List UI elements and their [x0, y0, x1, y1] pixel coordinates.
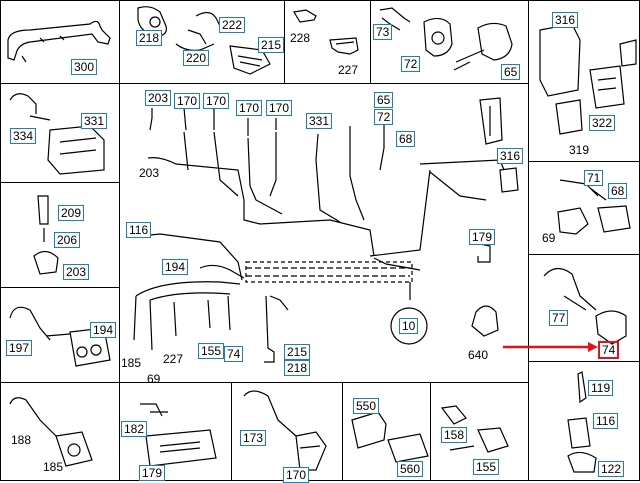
part-label[interactable]: 179 — [469, 229, 496, 245]
part-label[interactable]: 222 — [219, 17, 246, 33]
part-label[interactable]: 203 — [63, 264, 90, 280]
part-label[interactable]: 206 — [54, 232, 81, 248]
part-label[interactable]: 69 — [542, 231, 556, 245]
part-label[interactable]: 218 — [284, 360, 311, 376]
part-label[interactable]: 227 — [338, 63, 359, 77]
part-label[interactable]: 116 — [593, 413, 619, 429]
part-label[interactable]: 116 — [126, 222, 152, 238]
part-label[interactable]: 316 — [552, 12, 579, 28]
part-label[interactable]: 122 — [598, 461, 625, 477]
part-label[interactable]: 158 — [441, 427, 468, 443]
part-label[interactable]: 73 — [373, 24, 393, 40]
part-label[interactable]: 68 — [396, 131, 416, 147]
part-label[interactable]: 215 — [258, 37, 285, 53]
part-label[interactable]: 170 — [174, 93, 201, 109]
part-label[interactable]: 209 — [58, 205, 85, 221]
part-label[interactable]: 218 — [136, 30, 163, 46]
part-label[interactable]: 316 — [497, 148, 524, 164]
cell-main-harness — [119, 83, 529, 383]
part-label[interactable]: 197 — [6, 340, 33, 356]
part-label[interactable]: 170 — [236, 100, 263, 116]
highlight-arrow — [503, 342, 598, 352]
part-label[interactable]: 319 — [569, 143, 590, 157]
part-label[interactable]: 155 — [473, 459, 500, 475]
part-label[interactable]: 74 — [224, 346, 244, 362]
part-label[interactable]: 72 — [374, 109, 394, 125]
part-label[interactable]: 68 — [608, 183, 628, 199]
part-label[interactable]: 71 — [584, 170, 604, 186]
part-label[interactable]: 173 — [240, 430, 267, 446]
part-label[interactable]: 185 — [43, 460, 64, 474]
part-label[interactable]: 640 — [468, 348, 489, 362]
part-label[interactable]: 185 — [121, 356, 142, 370]
part-label[interactable]: 65 — [374, 92, 394, 108]
part-label[interactable]: 331 — [306, 113, 333, 129]
part-label[interactable]: 179 — [139, 465, 166, 481]
part-label[interactable]: 69 — [147, 372, 161, 386]
part-label[interactable]: 331 — [81, 113, 108, 129]
part-label[interactable]: 170 — [283, 467, 310, 483]
part-label[interactable]: 227 — [163, 352, 184, 366]
part-label[interactable]: 228 — [290, 31, 311, 45]
cell-plug-331 — [0, 83, 120, 183]
part-label[interactable]: 203 — [139, 166, 160, 180]
part-label[interactable]: 188 — [11, 433, 32, 447]
part-label[interactable]: 560 — [397, 461, 424, 477]
part-label[interactable]: 10 — [399, 318, 419, 334]
part-label[interactable]: 322 — [589, 115, 616, 131]
part-label[interactable]: 300 — [71, 59, 98, 75]
part-label[interactable]: 72 — [401, 56, 421, 72]
part-label-highlighted[interactable]: 74 — [598, 341, 620, 359]
part-label[interactable]: 550 — [353, 398, 380, 414]
part-label[interactable]: 215 — [284, 344, 311, 360]
part-label[interactable]: 334 — [10, 128, 37, 144]
cell-plug-77 — [528, 254, 640, 362]
part-label[interactable]: 203 — [145, 90, 172, 106]
part-label[interactable]: 182 — [121, 421, 148, 437]
part-label[interactable]: 194 — [90, 322, 117, 338]
part-label[interactable]: 119 — [588, 380, 614, 396]
part-label[interactable]: 65 — [501, 64, 521, 80]
part-label[interactable]: 170 — [266, 100, 293, 116]
part-label[interactable]: 220 — [183, 50, 210, 66]
part-label[interactable]: 155 — [198, 343, 225, 359]
part-label[interactable]: 77 — [549, 310, 569, 326]
part-label[interactable]: 194 — [162, 259, 189, 275]
part-label[interactable]: 170 — [203, 93, 230, 109]
